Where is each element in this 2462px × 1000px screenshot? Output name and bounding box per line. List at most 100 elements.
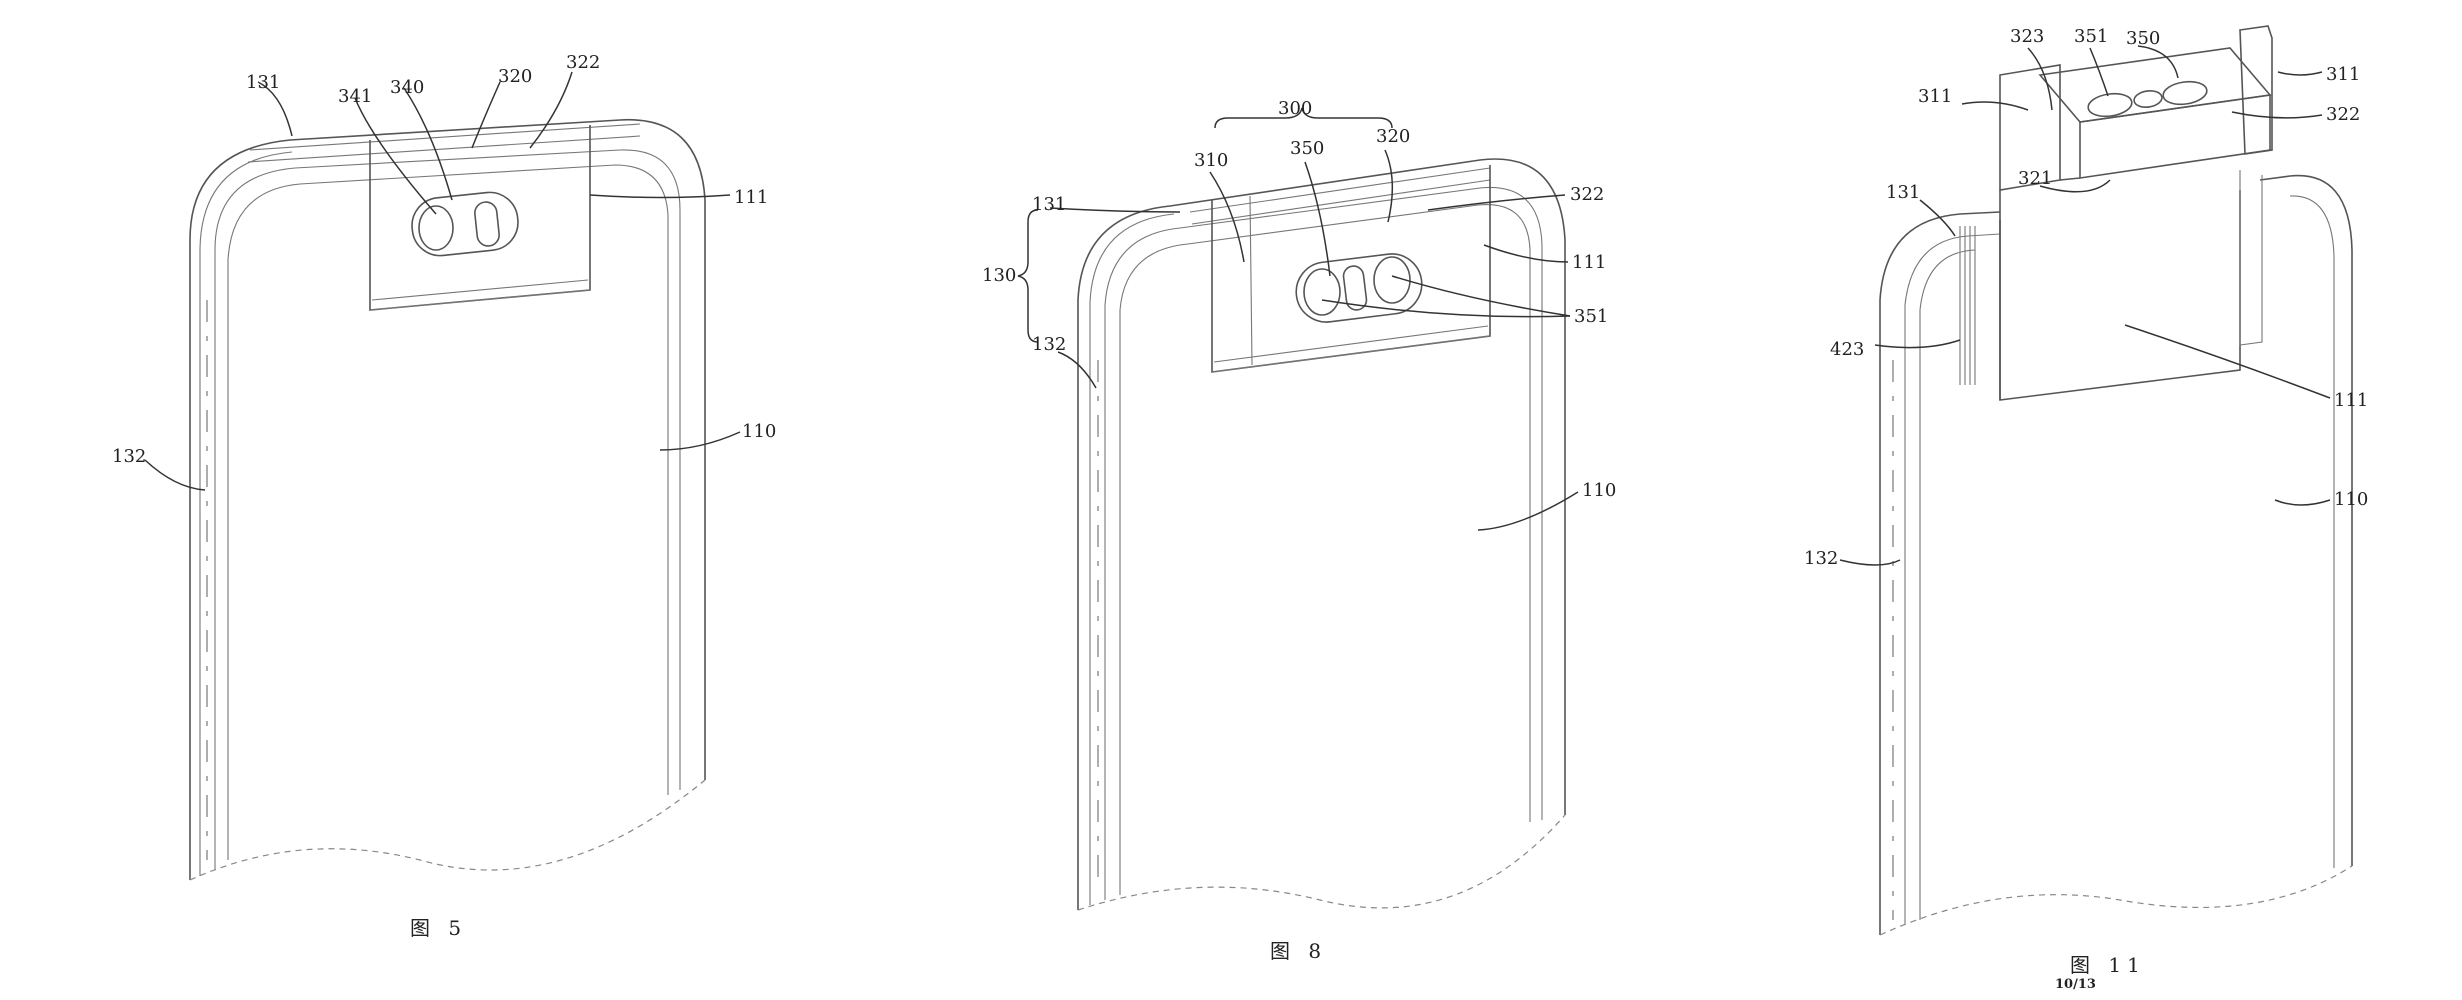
fig8-leader-131 xyxy=(1049,207,1181,213)
fig8-top-edge xyxy=(1189,167,1491,225)
fig11-label-131: 131 xyxy=(1886,182,1920,203)
fig8-label-322: 322 xyxy=(1570,184,1604,205)
fig8-label-300: 300 xyxy=(1278,98,1312,119)
fig11-leader-311a xyxy=(1961,101,2029,111)
fig8-label-320: 320 xyxy=(1376,126,1410,147)
fig11-lens-351b xyxy=(2162,80,2208,106)
fig5-lens-slot xyxy=(474,201,500,247)
fig11-leader-350 xyxy=(2137,45,2179,79)
fig11-phone-right xyxy=(2259,174,2353,866)
fig11-phone-outline xyxy=(1879,211,2001,935)
fig5-frame-inner xyxy=(214,149,681,870)
fig5-lens-341 xyxy=(418,205,454,251)
fig5-leader-320 xyxy=(471,81,501,149)
fig8-camera-window-350 xyxy=(1295,253,1423,323)
page-number: 10/13 xyxy=(2055,977,2096,992)
fig5-label-320: 320 xyxy=(498,66,532,87)
fig11-leader-321 xyxy=(2039,179,2111,193)
fig8-lens-351a xyxy=(1303,268,1341,316)
fig5-label-131: 131 xyxy=(246,72,280,93)
fig11-leader-110 xyxy=(2274,499,2331,506)
fig5-leader-111 xyxy=(589,194,731,199)
fig11-leader-111 xyxy=(2124,324,2331,399)
fig8-leader-351a xyxy=(1321,299,1571,318)
fig11-frame-inner-2 xyxy=(1919,249,1976,920)
fig5-frame-outer-2 xyxy=(199,151,293,876)
fig5-leader-110 xyxy=(659,431,741,451)
fig5-leader-131 xyxy=(257,81,293,137)
figure-11: 323 351 350 311 311 322 321 131 423 111 … xyxy=(1804,25,2368,992)
fig11-label-110: 110 xyxy=(2334,489,2368,510)
fig11-leader-131 xyxy=(1919,199,1956,237)
fig11-slot-111 xyxy=(1999,190,2241,401)
fig5-caption: 图 5 xyxy=(410,916,467,940)
fig11-module-side-311b xyxy=(2239,25,2273,155)
fig8-label-110: 110 xyxy=(1582,480,1616,501)
fig5-phone-outline xyxy=(189,118,706,880)
fig8-leader-350 xyxy=(1304,161,1331,277)
fig11-leader-322 xyxy=(2231,111,2323,119)
fig8-leader-320 xyxy=(1384,149,1394,223)
fig11-slot-rail xyxy=(2239,170,2263,346)
fig11-module-front xyxy=(2079,94,2271,179)
fig5-top-edge xyxy=(247,123,641,163)
fig5-label-110: 110 xyxy=(742,421,776,442)
fig11-label-322: 322 xyxy=(2326,104,2360,125)
fig8-leader-110 xyxy=(1477,491,1579,531)
fig8-label-130: 130 xyxy=(982,265,1016,286)
fig8-cut-line xyxy=(1077,814,1566,911)
fig5-frame-inner-2 xyxy=(227,164,669,860)
fig11-label-423: 423 xyxy=(1830,339,1864,360)
fig5-label-340: 340 xyxy=(390,77,424,98)
fig8-module-divider xyxy=(1249,195,1253,366)
fig11-lens-slot xyxy=(2133,90,2163,108)
fig11-label-351: 351 xyxy=(2074,26,2108,47)
fig5-cut-line xyxy=(189,779,706,881)
fig5-label-322: 322 xyxy=(566,52,600,73)
fig8-leader-310 xyxy=(1209,171,1245,263)
fig11-leader-311b xyxy=(2277,71,2323,76)
fig8-leader-132 xyxy=(1057,351,1097,389)
fig11-frame-inner xyxy=(1904,233,2001,925)
fig11-module-left xyxy=(1999,177,2081,400)
fig11-frame-right-inner xyxy=(2289,195,2335,868)
fig11-lens-351a xyxy=(2087,92,2133,118)
fig5-leader-322 xyxy=(529,71,573,149)
fig11-cut-line xyxy=(1879,865,2353,936)
fig5-camera-window-340 xyxy=(411,191,519,257)
fig8-leader-111 xyxy=(1483,244,1569,263)
fig8-label-111: 111 xyxy=(1572,252,1606,273)
fig8-label-132: 132 xyxy=(1032,334,1066,355)
fig11-label-311a: 311 xyxy=(1918,86,1952,107)
fig8-frame-inner xyxy=(1104,186,1543,900)
fig8-bracket-300 xyxy=(1214,107,1393,129)
fig8-frame-inner-2 xyxy=(1119,204,1531,895)
fig11-label-111: 111 xyxy=(2334,390,2368,411)
fig5-label-111: 111 xyxy=(734,187,768,208)
fig11-leader-323 xyxy=(2027,47,2053,111)
fig8-lens-351b xyxy=(1373,256,1411,304)
fig5-module-320 xyxy=(369,125,591,311)
fig8-module-base xyxy=(1211,325,1491,373)
fig8-label-131: 131 xyxy=(1032,194,1066,215)
fig11-leader-351 xyxy=(2089,47,2109,97)
fig11-label-132: 132 xyxy=(1804,548,1838,569)
figure-5: 131 341 340 320 322 111 132 110 图 5 xyxy=(112,52,776,940)
fig8-brace-130 xyxy=(1017,209,1039,343)
fig11-caption: 图 11 xyxy=(2070,953,2146,977)
fig5-label-341: 341 xyxy=(338,86,372,107)
fig11-label-321: 321 xyxy=(2018,168,2052,189)
fig8-label-350: 350 xyxy=(1290,138,1324,159)
fig5-module-320-base xyxy=(369,279,591,311)
fig8-phone-outline xyxy=(1077,158,1566,910)
fig11-leader-132 xyxy=(1839,559,1901,566)
fig11-label-350: 350 xyxy=(2126,28,2160,49)
fig8-frame-outer-2 xyxy=(1089,213,1175,905)
fig11-hatch-423 xyxy=(1959,226,1976,385)
fig8-caption: 图 8 xyxy=(1270,939,1327,963)
figure-8: 300 310 350 320 322 131 130 111 351 132 … xyxy=(982,98,1616,963)
fig5-label-132: 132 xyxy=(112,446,146,467)
fig5-leader-341 xyxy=(354,97,437,215)
fig5-leader-340 xyxy=(403,87,453,201)
